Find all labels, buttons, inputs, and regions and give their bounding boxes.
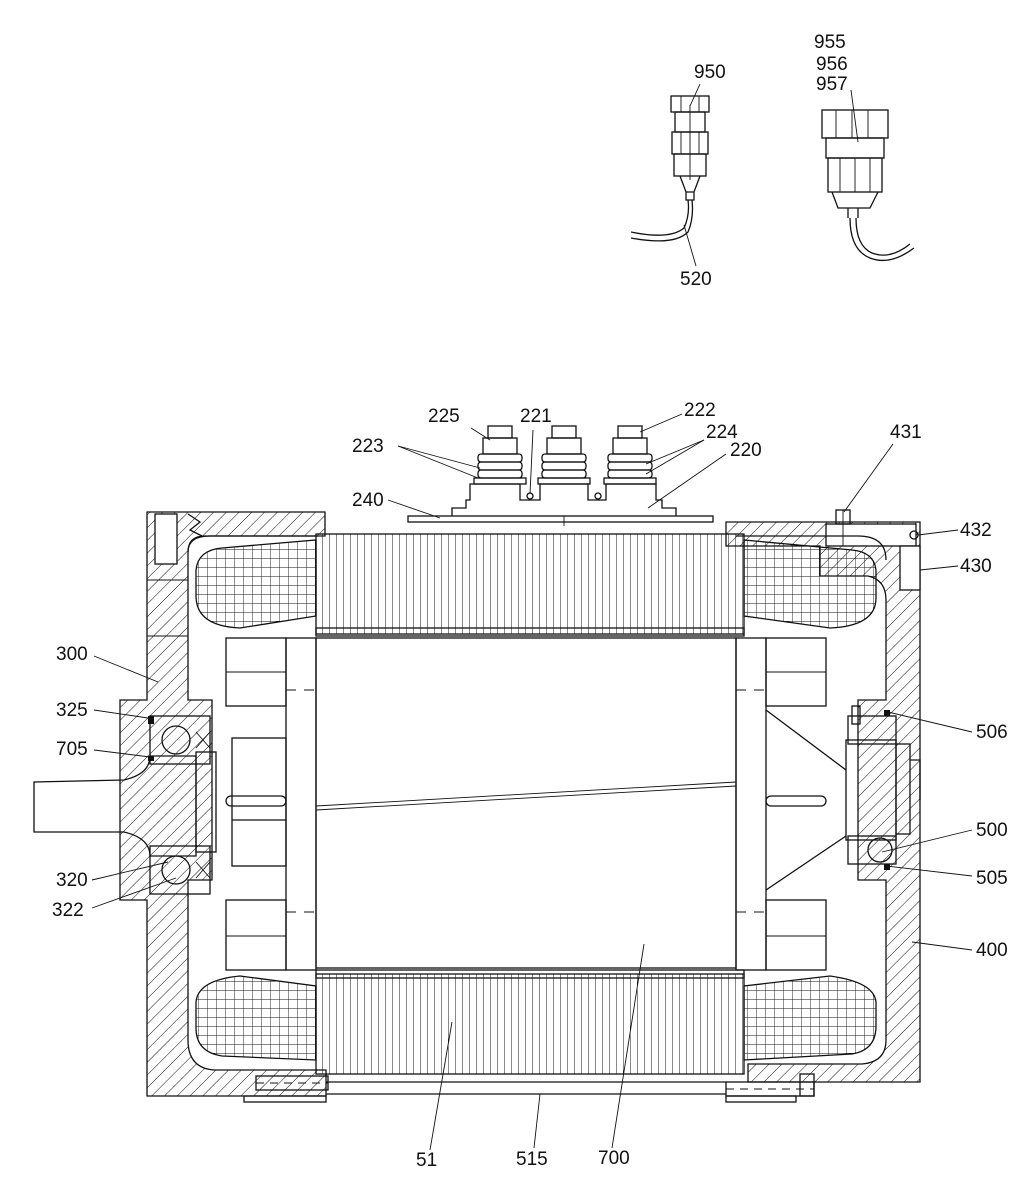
label-705: 705	[56, 739, 88, 760]
label-515: 515	[516, 1149, 548, 1170]
label-221: 221	[520, 406, 552, 427]
label-51: 51	[416, 1150, 437, 1171]
end-winding-bottom-left	[195, 975, 317, 1061]
label-220: 220	[730, 440, 762, 461]
stator-lamination-bottom	[315, 969, 745, 1075]
terminal-box	[407, 425, 714, 526]
end-winding-top-left	[195, 539, 317, 629]
end-winding-bottom-right	[743, 975, 877, 1061]
terminal-stud-left	[473, 425, 527, 485]
label-432: 432	[960, 520, 992, 541]
housing-400-right-end	[725, 509, 921, 1083]
label-224: 224	[706, 422, 738, 443]
terminal-stud-middle	[537, 425, 591, 485]
label-240: 240	[352, 490, 384, 511]
label-500: 500	[976, 820, 1008, 841]
label-430: 430	[960, 556, 992, 577]
label-950: 950	[694, 62, 726, 83]
label-225: 225	[428, 406, 460, 427]
bearing-500-right	[845, 705, 921, 870]
label-431: 431	[890, 422, 922, 443]
reference-labels: 950 955 956 957 520 225 221 222 223 224 …	[52, 32, 1008, 1171]
label-222: 222	[684, 400, 716, 421]
label-956: 956	[816, 54, 848, 75]
label-505: 505	[976, 868, 1008, 889]
label-300: 300	[56, 644, 88, 665]
label-223: 223	[352, 436, 384, 457]
label-506: 506	[976, 722, 1008, 743]
label-957: 957	[816, 74, 848, 95]
terminal-stud-right	[603, 425, 657, 485]
shaft-left	[33, 751, 217, 857]
label-400: 400	[976, 940, 1008, 961]
label-520: 520	[680, 269, 712, 290]
connector-955-956-957	[821, 109, 915, 262]
bottom-bolts	[243, 1073, 815, 1103]
connector-950	[630, 95, 710, 242]
leader-lines	[91, 83, 973, 1151]
label-322: 322	[52, 900, 84, 921]
label-955: 955	[814, 32, 846, 53]
label-320: 320	[56, 870, 88, 891]
label-700: 700	[598, 1148, 630, 1169]
end-winding-top-right	[743, 539, 877, 629]
rotor-700	[225, 637, 847, 971]
label-325: 325	[56, 700, 88, 721]
stator-lamination-top	[315, 533, 745, 637]
